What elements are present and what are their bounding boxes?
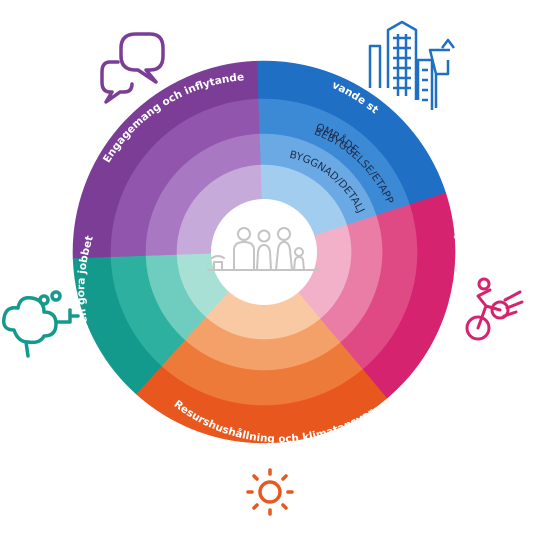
- sun-icon: [246, 468, 294, 516]
- cyclist-icon: [465, 277, 524, 341]
- city-buildings-icon: [368, 20, 455, 110]
- family-icon: [207, 227, 319, 271]
- center-disc: [211, 199, 317, 305]
- tree-icon: [1, 290, 80, 358]
- sector-rings: [72, 60, 456, 444]
- speech-bubbles-icon: [100, 32, 165, 104]
